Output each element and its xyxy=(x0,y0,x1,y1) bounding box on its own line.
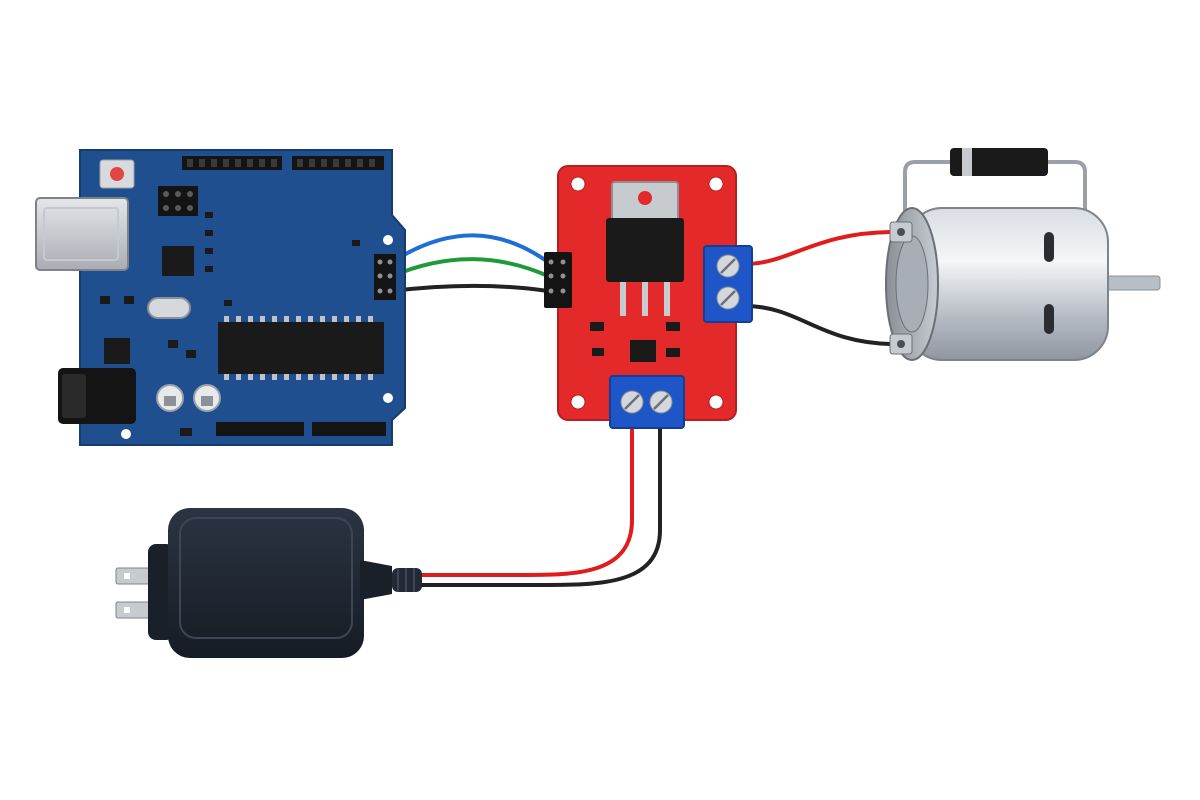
input-header xyxy=(544,252,572,308)
power-terminal-block xyxy=(609,375,685,429)
motor-wire-red xyxy=(743,230,897,266)
signal-header xyxy=(374,254,396,300)
atmega-chip xyxy=(218,322,384,374)
microcontroller-board xyxy=(35,149,406,446)
wall-power-adapter xyxy=(115,508,422,658)
power-wire-black xyxy=(418,423,662,587)
mosfet-transistor xyxy=(606,181,684,316)
signal-wire-blue xyxy=(390,233,550,264)
signal-wire-green xyxy=(390,257,550,278)
dc-motor xyxy=(885,148,1161,361)
ground-wire-black xyxy=(390,283,550,293)
usb-port xyxy=(35,197,129,271)
wires xyxy=(390,230,897,587)
motor-wire-black xyxy=(743,304,897,346)
flyback-diode xyxy=(950,148,1048,176)
power-wire-red xyxy=(418,423,634,577)
mosfet-driver-module xyxy=(544,165,753,429)
motor-terminal-block xyxy=(703,245,753,323)
crystal xyxy=(147,297,191,319)
capacitors xyxy=(156,384,221,412)
